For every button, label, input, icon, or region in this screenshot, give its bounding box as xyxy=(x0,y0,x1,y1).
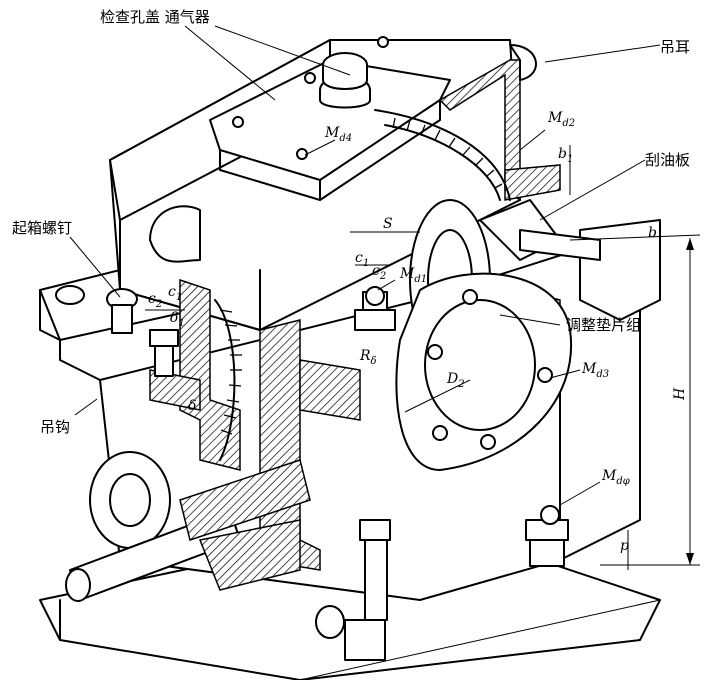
bearing-end-cap xyxy=(395,272,573,471)
mid-bolt xyxy=(299,286,396,421)
symbol-delta: δ xyxy=(188,398,196,414)
symbol-h: H xyxy=(672,387,688,401)
symbol-r-delta: Rδ xyxy=(359,348,377,367)
label-jack-screw: 起箱螺钉 xyxy=(12,219,72,237)
symbol-b1: b1 xyxy=(558,146,573,165)
oil-gauge xyxy=(315,519,391,661)
symbol-mdphi: Mdφ xyxy=(601,468,630,487)
pinion-teeth xyxy=(214,299,242,461)
input-shaft xyxy=(65,451,311,602)
symbol-c1-left: c1 xyxy=(168,284,182,303)
symbol-c2-left: c2 xyxy=(148,291,162,310)
symbol-md3: Md3 xyxy=(581,361,609,380)
label-inspection-cover-and-vent: 检查孔盖 通气器 xyxy=(100,8,210,26)
symbol-p: p xyxy=(620,538,629,554)
foundation-bolt xyxy=(525,505,569,567)
lifting-lug xyxy=(438,44,561,202)
symbol-c2-mid: c2 xyxy=(372,263,386,282)
symbol-delta1: δ1 xyxy=(170,310,185,329)
vent-plug xyxy=(319,52,371,109)
symbol-s: S xyxy=(383,216,393,232)
symbol-d2: D2 xyxy=(446,371,465,390)
label-lifting-lug: 吊耳 xyxy=(660,38,690,56)
label-hook: 吊钩 xyxy=(40,418,70,436)
label-shim-group: 调整垫片组 xyxy=(566,316,641,334)
dimension-lines xyxy=(145,145,701,570)
symbol-c1-mid: c1 xyxy=(355,250,369,269)
symbol-b: b xyxy=(648,225,657,241)
symbol-md4: Md4 xyxy=(324,125,352,144)
left-bolt-group xyxy=(55,285,179,377)
label-oil-scraper: 刮油板 xyxy=(645,151,690,169)
symbol-md1: Md1 xyxy=(399,266,427,285)
leader-lines xyxy=(69,25,661,506)
symbol-md2: Md2 xyxy=(547,110,575,129)
